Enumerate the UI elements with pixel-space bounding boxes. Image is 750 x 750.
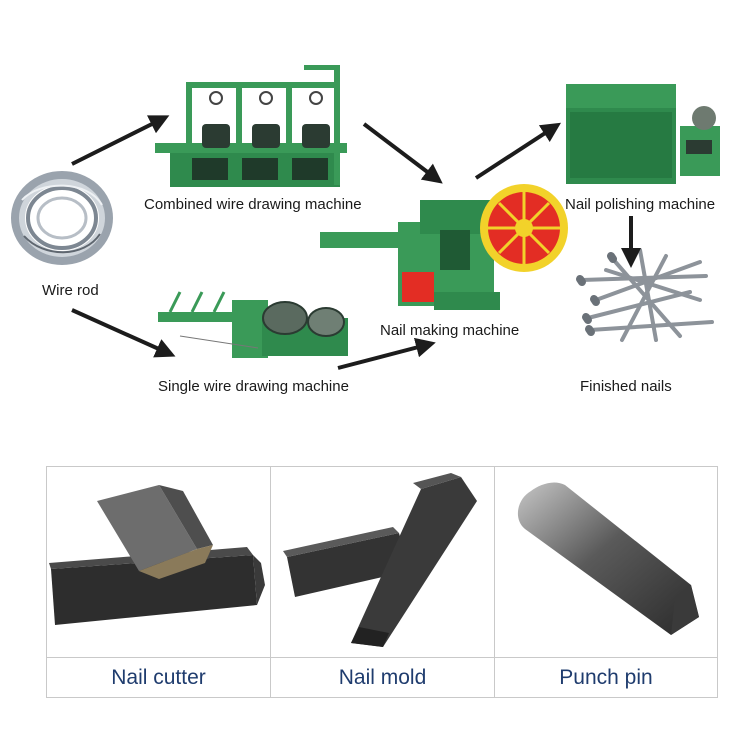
caption-punch-pin: Punch pin [495, 657, 717, 698]
part-nail-cutter: Nail cutter [47, 467, 270, 697]
flow-arrows [71, 115, 641, 370]
nail-making-machine-image [320, 184, 568, 310]
single-wire-drawing-machine-image [158, 291, 348, 358]
production-flow-diagram: Wire rod Combined wire drawing machine S… [11, 65, 720, 395]
punch-pin-image [517, 482, 699, 635]
label-finished-nails: Finished nails [580, 378, 672, 395]
nail-cutter-image [49, 485, 265, 625]
finished-nails-image [576, 248, 714, 342]
caption-nail-cutter: Nail cutter [47, 657, 270, 698]
arrow-single-to-nail-making [337, 337, 436, 370]
part-nail-mold: Nail mold [270, 467, 494, 697]
label-nail-polishing-machine: Nail polishing machine [565, 196, 716, 213]
parts-panel: Nail cutter Nail mold Punch pin [46, 466, 718, 698]
label-combined-wire-drawing-machine: Combined wire drawing machine [144, 196, 362, 213]
label-single-wire-drawing-machine: Single wire drawing machine [158, 378, 349, 395]
arrow-combined-to-nail-making [362, 122, 443, 184]
arrow-wire-rod-to-single [71, 308, 176, 358]
nail-polishing-machine-image [566, 84, 720, 184]
part-punch-pin: Punch pin [494, 467, 717, 697]
arrow-nail-making-to-polishing [474, 122, 562, 180]
flow-illustration [11, 65, 720, 370]
label-wire-rod: Wire rod [42, 282, 99, 299]
combined-wire-drawing-machine-image [155, 65, 347, 187]
label-nail-making-machine: Nail making machine [380, 322, 520, 339]
nail-mold-image [283, 473, 477, 647]
arrow-wire-rod-to-combined [71, 115, 170, 166]
caption-nail-mold: Nail mold [271, 657, 494, 698]
wire-rod-coil-image [11, 171, 113, 265]
